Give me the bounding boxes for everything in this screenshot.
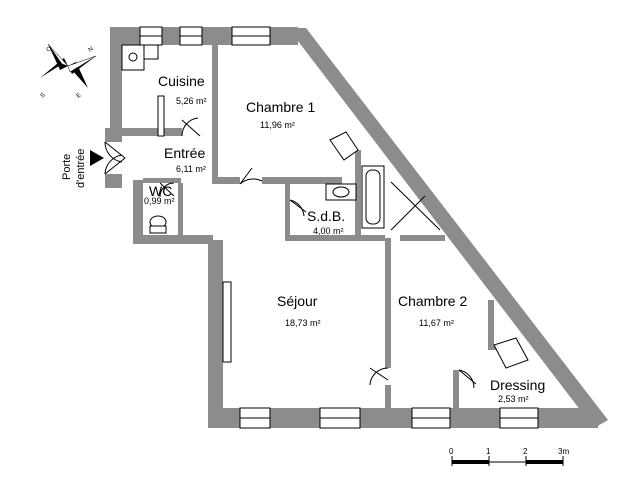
room-wc-area: 0,99 m² [144, 196, 175, 206]
room-sdb-name: S.d.B. [307, 208, 345, 224]
windows [139, 26, 539, 429]
room-dressing-area: 2,53 m² [498, 394, 529, 404]
room-entree-name: Entrée [164, 145, 205, 161]
room-cuisine-name: Cuisine [158, 73, 205, 89]
room-wc-name: WC [149, 183, 172, 199]
room-chambre1-name: Chambre 1 [246, 99, 315, 115]
compass-s: S [40, 92, 47, 99]
fixtures [121, 44, 529, 369]
scale-3: 3m [558, 447, 569, 456]
entrance-line2: d'entrée [75, 149, 87, 188]
entrance-arrow-icon [90, 150, 104, 166]
room-cuisine-area: 5,26 m² [176, 96, 207, 106]
room-chambre1-area: 11,96 m² [260, 120, 295, 130]
room-labels: Cuisine 5,26 m² Chambre 1 11,96 m² Entré… [144, 73, 545, 404]
compass-n: N [88, 46, 95, 53]
scale-0: 0 [449, 447, 454, 456]
room-sdb-area: 4,00 m² [313, 226, 344, 236]
room-sejour-area: 18,73 m² [285, 318, 321, 328]
room-entree-area: 6,11 m² [176, 164, 206, 174]
scale-1: 1 [486, 447, 491, 456]
room-dressing-name: Dressing [490, 377, 545, 393]
doors [104, 117, 477, 389]
room-sejour-name: Séjour [277, 293, 318, 309]
scale-bar: 0 1 2 3m [449, 447, 569, 466]
compass-e: E [76, 92, 83, 99]
scale-2: 2 [523, 447, 528, 456]
entrance-line1: Porte [61, 154, 73, 180]
entrance-label: Porte d'entrée [61, 149, 104, 188]
room-chambre2-name: Chambre 2 [398, 293, 467, 309]
room-chambre2-area: 11,67 m² [419, 318, 454, 328]
compass-rose: N S E O [40, 43, 97, 100]
compass-o: O [46, 46, 54, 54]
